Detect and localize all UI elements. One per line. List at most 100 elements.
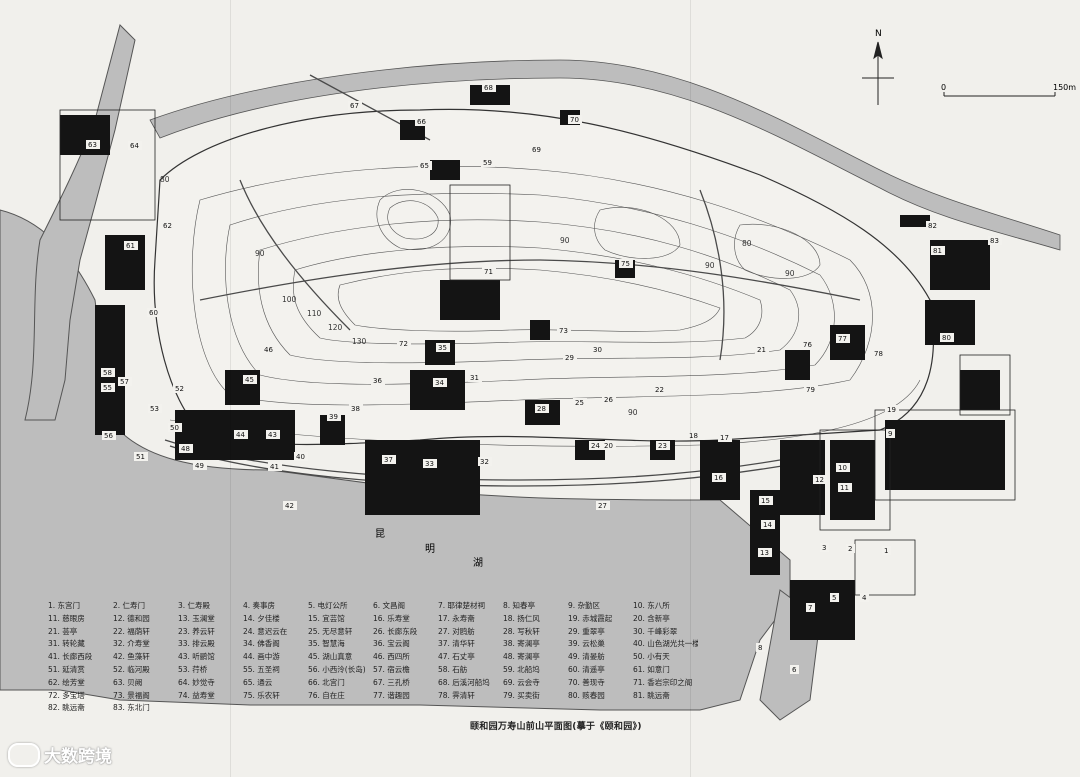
- site-label-bg: [101, 368, 115, 377]
- site-label-bg: [596, 501, 610, 510]
- site-number-71: 71: [484, 268, 493, 276]
- legend-entry: 46. 西四所: [373, 652, 410, 662]
- site-number-15: 15: [761, 497, 770, 505]
- site-number-28: 28: [537, 405, 546, 413]
- site-label-bg: [591, 345, 605, 354]
- legend-entry: 22. 福荫轩: [113, 626, 150, 636]
- site-number-39: 39: [329, 413, 338, 421]
- legend-entry: 77. 谐趣园: [373, 690, 410, 700]
- legend-entry: 2. 仁寿门: [113, 601, 146, 610]
- legend-entry: 30. 千峰彩翠: [633, 626, 678, 636]
- site-label-bg: [535, 404, 549, 413]
- north-arrow: [862, 41, 894, 105]
- site-label-bg: [602, 441, 616, 450]
- legend-entry: 15. 宜芸馆: [308, 613, 345, 623]
- legend-entry: 62. 绘芳堂: [48, 677, 85, 687]
- site-number-14: 14: [763, 521, 772, 529]
- site-number-81: 81: [933, 247, 942, 255]
- site-label-bg: [418, 161, 432, 170]
- site-number-22: 22: [655, 386, 664, 394]
- site-label-bg: [266, 430, 280, 439]
- legend-entry: 49. 清晏舫: [568, 652, 605, 662]
- site-label-bg: [836, 334, 850, 343]
- site-label-bg: [687, 431, 701, 440]
- site-number-80: 80: [942, 334, 951, 342]
- site-number-46: 46: [264, 346, 273, 354]
- contour-label: 90: [705, 261, 715, 270]
- buildings: [60, 85, 1005, 640]
- legend-entry: 34. 佛香阁: [243, 639, 280, 649]
- legend-entry: 75. 乐农轩: [243, 690, 280, 700]
- site-label-bg: [758, 548, 772, 557]
- legend-entry: 41. 长廊西段: [48, 652, 93, 662]
- legend-entry: 74. 益寿堂: [178, 690, 215, 700]
- legend-entry: 81. 眺远斋: [633, 690, 670, 700]
- site-number-52: 52: [175, 385, 184, 393]
- legend-entry: 21. 荟亭: [48, 626, 78, 636]
- site-label-bg: [761, 520, 775, 529]
- site-number-33: 33: [425, 460, 434, 468]
- site-number-12: 12: [815, 476, 824, 484]
- site-label-bg: [846, 544, 855, 553]
- site-label-bg: [882, 546, 891, 555]
- legend-entry: 39. 云松巢: [568, 639, 605, 649]
- site-number-20: 20: [604, 442, 613, 450]
- contour-label: 100: [282, 295, 297, 304]
- site-label-bg: [294, 452, 308, 461]
- paper-fold: [690, 0, 691, 777]
- site-label-bg: [102, 431, 116, 440]
- site-label-bg: [268, 462, 282, 471]
- legend-entry: 48. 寄澜亭: [503, 652, 540, 662]
- legend-entry: 67. 三孔桥: [373, 677, 410, 687]
- legend-entry: 28. 写秋轩: [503, 626, 540, 636]
- lake-char-3: 湖: [473, 557, 483, 569]
- site-label-bg: [557, 326, 571, 335]
- map-caption: 颐和园万寿山前山平面图(摹于《颐和园》): [470, 722, 642, 732]
- contour-lines: [169, 165, 921, 447]
- site-label-bg: [820, 543, 829, 552]
- legend-entry: 71. 香岩宗印之阁: [633, 677, 693, 687]
- contour-label: 90: [560, 236, 570, 245]
- site-label-bg: [161, 221, 175, 230]
- site-label-bg: [349, 404, 363, 413]
- site-number-labels: 1234567891011121314151617181920212223242…: [86, 83, 1002, 674]
- legend-entry: 47. 石丈亭: [438, 652, 475, 662]
- legend-entry: 8. 知春亭: [503, 601, 536, 610]
- site-number-17: 17: [720, 434, 729, 442]
- legend-entry: 66. 北宫门: [308, 677, 345, 687]
- site-label-bg: [860, 593, 869, 602]
- contour-label-group: 90 100 110 120 130 90 90 80 80 75 90 90: [160, 175, 795, 417]
- site-number-53: 53: [150, 405, 159, 413]
- site-number-37: 37: [384, 456, 393, 464]
- site-label-bg: [118, 377, 132, 386]
- legend-entry: 6. 文昌阁: [373, 601, 406, 610]
- contour-label: 90: [628, 408, 638, 417]
- site-label-bg: [482, 267, 496, 276]
- legend-entry: 5. 电灯公所: [308, 601, 348, 610]
- site-number-36: 36: [373, 377, 382, 385]
- legend-entry: 57. 宿云檐: [373, 664, 410, 674]
- site-number-56: 56: [104, 432, 113, 440]
- site-number-57: 57: [120, 378, 129, 386]
- legend-entry: 24. 意迟云在: [243, 626, 288, 636]
- site-number-63: 63: [88, 141, 97, 149]
- legend-entry: 69. 云会寺: [503, 677, 540, 687]
- paper-fold: [230, 0, 231, 777]
- site-label-bg: [801, 340, 815, 349]
- site-number-40: 40: [296, 453, 305, 461]
- legend-entry: 32. 介寿堂: [113, 639, 150, 649]
- contour-label: 80: [160, 175, 170, 184]
- site-label-bg: [712, 473, 726, 482]
- site-number-18: 18: [689, 432, 698, 440]
- legend-entry: 20. 含新亭: [633, 613, 670, 623]
- site-label-bg: [813, 475, 827, 484]
- contour-label: 120: [328, 323, 343, 332]
- site-number-16: 16: [714, 474, 723, 482]
- legend-entry: 63. 贝阙: [113, 677, 143, 687]
- legend-entry: 37. 清华轩: [438, 639, 475, 649]
- site-number-2: 2: [848, 545, 852, 553]
- legend-entry: 12. 德和园: [113, 613, 150, 623]
- site-number-10: 10: [838, 464, 847, 472]
- site-label-bg: [602, 395, 616, 404]
- site-label-bg: [530, 145, 544, 154]
